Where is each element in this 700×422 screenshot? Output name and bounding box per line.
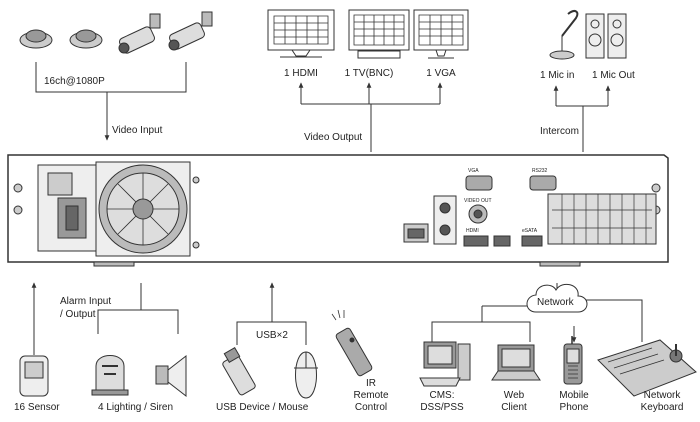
bullet-camera-icon: [118, 13, 161, 54]
ir-remote-icon: [331, 309, 373, 377]
power-supply: [37, 164, 99, 252]
client-label: Client: [501, 402, 527, 413]
usb-count-label: USB×2: [256, 330, 288, 341]
vga-port: [465, 175, 493, 191]
camera-count-label: 16ch@1080P: [44, 76, 105, 87]
alarm-light-icon: [91, 355, 129, 396]
tv-output-label: 1 TV(BNC): [344, 68, 394, 79]
network-keyboard-label: Network: [643, 390, 681, 401]
lan-port: [403, 223, 429, 243]
hdmi-port-label: HDMI: [466, 228, 479, 234]
laptop-icon: [491, 344, 541, 381]
mobile-phone-icon: [563, 336, 583, 385]
usb-device-label: USB Device / Mouse: [216, 402, 309, 413]
audio-jacks: [433, 195, 457, 245]
network-label: Network: [537, 297, 574, 308]
network-keyboard-icon: [597, 339, 697, 397]
esata-port: [521, 235, 543, 247]
hdmi-port: [463, 235, 489, 247]
tv-icon: [348, 9, 410, 59]
cms-label: CMS:: [429, 390, 455, 401]
video-output-label: Video Output: [304, 132, 363, 143]
control-label: Control: [354, 402, 388, 413]
usb-stick-icon: [222, 346, 256, 396]
vga-port-label: VGA: [468, 168, 479, 174]
speaker-icon: [585, 13, 627, 59]
rs232-port: [529, 175, 557, 191]
desktop-computer-icon: [419, 341, 471, 387]
mobile-label: Mobile: [559, 390, 589, 401]
mic-in-label: 1 Mic in: [540, 70, 575, 81]
sensor-label: 16 Sensor: [14, 402, 60, 413]
alarm-input-label: Alarm Input: [60, 296, 112, 307]
mic-out-label: 1 Mic Out: [592, 70, 635, 81]
dome-camera-icon: [69, 29, 103, 49]
esata-port-label: eSATA: [522, 228, 538, 234]
lighting-siren-label: 4 Lighting / Siren: [98, 402, 174, 413]
vga-output-label: 1 VGA: [426, 68, 456, 79]
video-out-port-label: VIDEO OUT: [464, 198, 492, 204]
dss-pss-label: DSS/PSS: [420, 402, 464, 413]
ir-label: IR: [366, 378, 376, 389]
web-label: Web: [503, 390, 525, 401]
dome-camera-icon: [19, 29, 53, 49]
usb-port: [493, 235, 511, 247]
sensor-icon: [19, 355, 49, 397]
alarm-terminal-block: [547, 193, 657, 245]
mouse-icon: [294, 351, 318, 399]
intercom-label: Intercom: [540, 126, 579, 137]
fan-icon: [95, 161, 191, 257]
bullet-camera-icon: [168, 11, 213, 51]
rs232-port-label: RS232: [532, 168, 548, 174]
network-cloud-icon: [526, 283, 588, 313]
remote-label: Remote: [353, 390, 389, 401]
bnc-port: [468, 204, 488, 224]
microphone-icon: [549, 10, 579, 60]
keyboard-label: Keyboard: [640, 402, 684, 413]
vga-monitor-icon: [413, 9, 469, 59]
alarm-output-label: / Output: [60, 309, 96, 320]
video-input-label: Video Input: [112, 125, 163, 136]
hdmi-output-label: 1 HDMI: [284, 68, 318, 79]
siren-icon: [155, 354, 187, 398]
monitor-icon: [267, 9, 335, 58]
phone-label: Phone: [559, 402, 589, 413]
